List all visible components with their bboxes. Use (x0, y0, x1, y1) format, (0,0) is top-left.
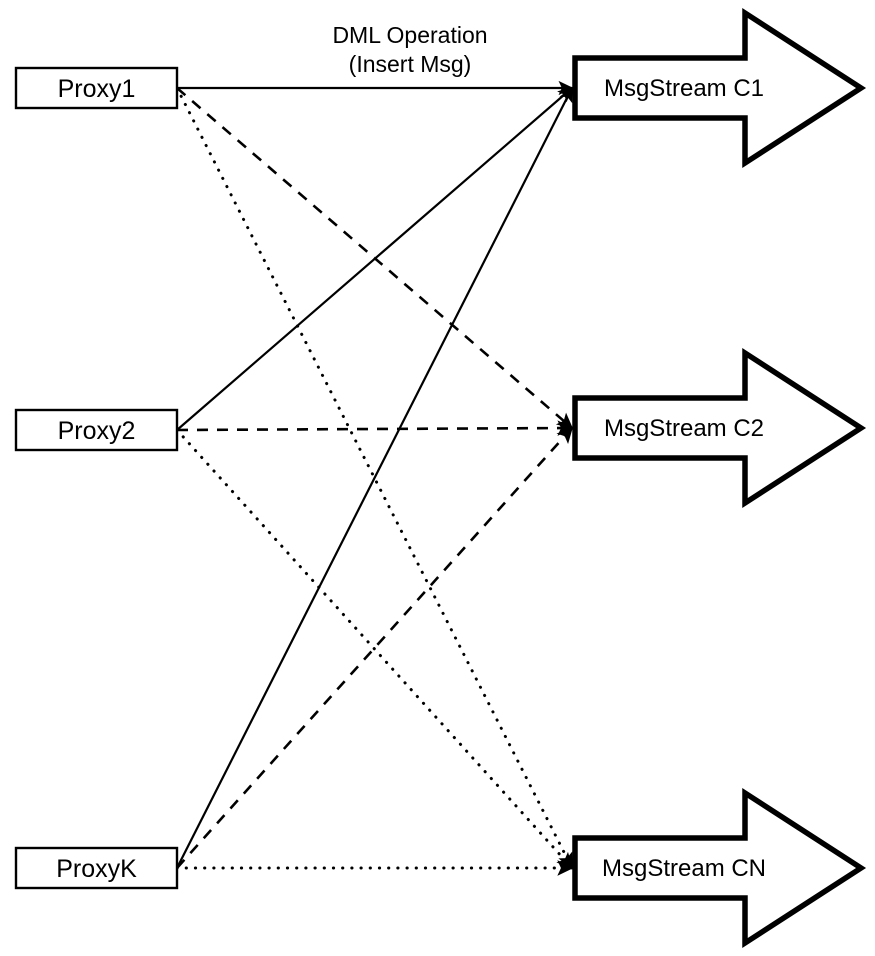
proxy-box-proxy2 (14, 408, 179, 452)
msgstream-arrow-shape-cn (572, 787, 867, 949)
proxy-label-proxyk: ProxyK (56, 855, 137, 883)
edge-proxy2-c1 (176, 87, 574, 431)
stream-layer: MsgStream C1 MsgStream C2 MsgStream CN (572, 7, 867, 949)
proxy-node-proxy1[interactable]: Proxy1 (14, 66, 179, 110)
edge-proxy2-cn (175, 428, 574, 870)
proxy-box-proxyk (14, 846, 179, 890)
edge-proxyk-c1 (176, 86, 573, 869)
msgstream-arrow-shape-c2 (572, 347, 867, 509)
msgstream-label-c2: MsgStream C2 (604, 415, 764, 442)
msgstream-node-c2[interactable]: MsgStream C2 (572, 347, 867, 509)
edge-annotation-dml: DML Operation (Insert Msg) (332, 22, 487, 77)
proxy-node-proxyk[interactable]: ProxyK (14, 846, 179, 890)
proxy-label-proxy1: Proxy1 (58, 75, 136, 103)
edge-proxy1-cn (175, 86, 574, 870)
proxy-box-proxy1 (14, 66, 179, 110)
annotation-line-1: DML Operation (332, 22, 487, 48)
proxy-label-proxy2: Proxy2 (58, 417, 136, 445)
annotation-line-2: (Insert Msg) (349, 51, 472, 77)
msgstream-arrow-shape-c1 (572, 7, 867, 169)
proxy-node-proxy2[interactable]: Proxy2 (14, 408, 179, 452)
msgstream-node-cn[interactable]: MsgStream CN (572, 787, 867, 949)
edge-proxy2-c2 (176, 420, 574, 436)
msgstream-label-c1: MsgStream C1 (604, 75, 764, 102)
msgstream-node-c1[interactable]: MsgStream C1 (572, 7, 867, 169)
edge-layer (175, 80, 574, 876)
msgstream-label-cn: MsgStream CN (602, 855, 766, 882)
